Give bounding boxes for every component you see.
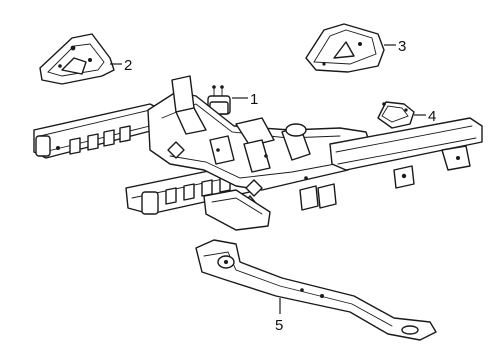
frame-assembly xyxy=(33,75,483,231)
callout-1: 1 xyxy=(250,91,258,108)
part-3-mount-bracket[interactable] xyxy=(305,23,385,73)
callout-4: 4 xyxy=(428,108,436,125)
callout-5: 5 xyxy=(275,317,283,334)
part-5-crossmember[interactable] xyxy=(195,239,437,341)
part-4-insulator[interactable] xyxy=(377,101,415,129)
callout-2: 2 xyxy=(124,57,132,74)
part-2-mount-bracket[interactable] xyxy=(39,33,115,85)
callout-3: 3 xyxy=(398,38,406,55)
